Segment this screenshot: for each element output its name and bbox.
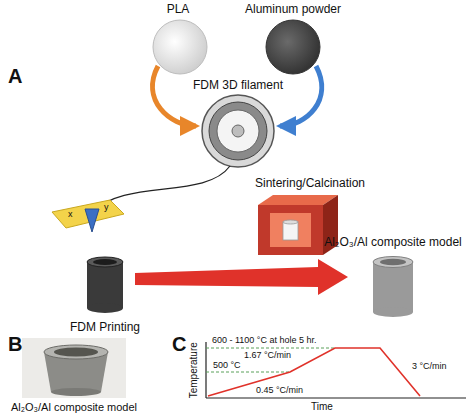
pla-powder xyxy=(153,20,207,74)
panel-letter: B xyxy=(8,334,22,355)
furnace-cup xyxy=(283,222,298,240)
printed-cup-rim xyxy=(87,257,123,267)
spool-hub xyxy=(232,125,244,137)
printed-cup-hole xyxy=(93,259,117,265)
panel-letter: C xyxy=(172,334,186,355)
x-axis xyxy=(206,397,466,398)
filament-spool xyxy=(202,95,274,167)
guide-line xyxy=(206,348,335,349)
photo-cup-rim xyxy=(44,345,108,359)
spool-inner xyxy=(217,110,259,152)
photo-cup-hole xyxy=(54,348,98,357)
composite-cup xyxy=(373,262,413,312)
photo-ground xyxy=(22,338,126,398)
composite-cup-base xyxy=(373,307,413,317)
photo-caption: Al₂O₃/Al composite model xyxy=(11,402,137,414)
temperature-note: 500 °C xyxy=(213,361,241,370)
axis-letter: x xyxy=(68,210,73,219)
product-label: Al₂O₃/Al composite model xyxy=(324,236,462,249)
step-label: FDM Printing xyxy=(70,321,140,334)
rate-label: 3 °C/min xyxy=(412,362,447,371)
orange-arrow xyxy=(153,66,196,126)
temperature-note: 600 - 1100 °C at hole 5 hr. xyxy=(212,336,317,345)
composite-cup-rim xyxy=(373,257,413,268)
furnace-glow xyxy=(270,213,311,247)
axis-title: Temperature xyxy=(189,342,200,398)
photo-cup-base xyxy=(51,388,101,396)
guide-line xyxy=(206,372,290,373)
blue-arrow xyxy=(280,66,322,126)
rate-label: 0.45 °C/min xyxy=(256,386,303,395)
printed-cup-base xyxy=(87,303,123,313)
step-label: FDM 3D filament xyxy=(193,79,283,92)
material-label: Aluminum powder xyxy=(245,3,341,16)
process-arrow xyxy=(135,259,348,295)
rate-label: 1.67 °C/min xyxy=(244,351,291,360)
composite-cup-hole xyxy=(380,259,406,265)
material-label: PLA xyxy=(167,3,190,16)
printed-cup xyxy=(87,262,123,308)
filament-coil xyxy=(209,102,267,160)
panel-letter: A xyxy=(8,66,22,87)
furnace-cup-rim xyxy=(283,220,298,224)
furnace-front xyxy=(258,205,323,255)
print-nozzle xyxy=(85,209,99,232)
temperature-curve xyxy=(208,348,420,396)
aluminum-powder xyxy=(266,20,320,74)
axis-letter: y xyxy=(104,203,109,212)
axis-title: Time xyxy=(311,402,333,413)
y-axis xyxy=(205,342,206,398)
step-label: Sintering/Calcination xyxy=(255,177,365,190)
